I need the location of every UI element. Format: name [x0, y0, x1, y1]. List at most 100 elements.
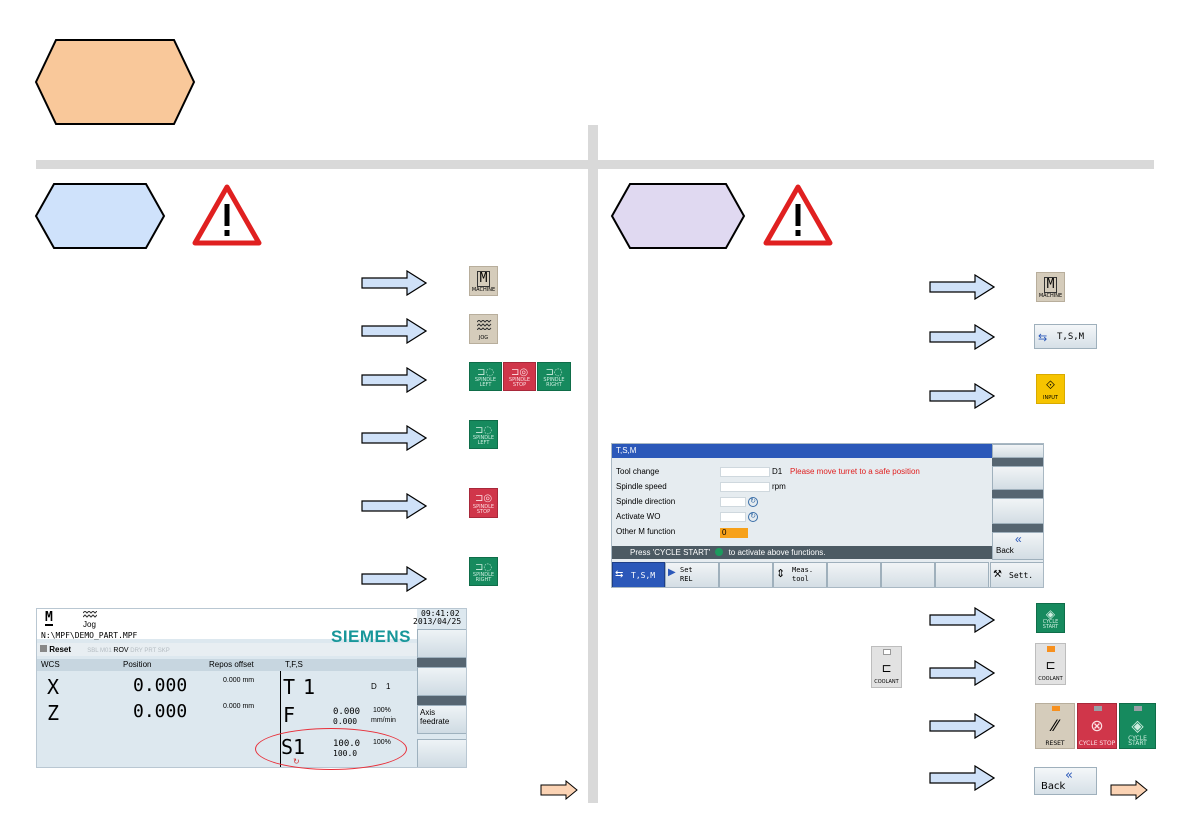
spindle-left-key[interactable]: ⊐◌ SPINDLE LEFT — [469, 362, 502, 391]
coolant-key[interactable]: ⊏ COOLANT — [871, 646, 902, 688]
tsm-side-softkey-1[interactable] — [992, 444, 1043, 458]
cycle-start-led — [1134, 706, 1142, 711]
left-header-bar — [36, 160, 589, 169]
siemens-logo: SIEMENS — [331, 627, 412, 646]
softkey-gap — [417, 696, 466, 705]
axis-x-repos: 0.000 mm — [223, 677, 255, 684]
bottom-softkey-tsm[interactable]: ⇆ T,S,M — [612, 562, 665, 587]
bottom-softkey-6[interactable] — [881, 562, 935, 587]
tsm-side-softkey-2[interactable] — [992, 466, 1043, 490]
cycle-start-key[interactable]: ◈ CYCLE START — [1036, 603, 1065, 633]
section-hexagon-left — [34, 183, 166, 249]
key-label: COOLANT — [1038, 676, 1063, 682]
tsm-back-softkey[interactable]: « Back — [992, 532, 1043, 560]
key-label: MACHINE — [1038, 293, 1063, 299]
jog-mode-label: Jog — [83, 620, 96, 629]
section-hexagon-right — [610, 183, 746, 249]
spindle-direction-field[interactable] — [720, 497, 746, 507]
status-bar: Reset SBL M01 ROV DRY PRT SKP — [37, 643, 417, 656]
tsm-key-label: T,S,M — [1057, 332, 1085, 342]
spindle-right-key[interactable]: ⊐◌ SPINDLE RIGHT — [469, 557, 498, 586]
reset-key[interactable]: ⁄⁄ RESET — [1035, 703, 1075, 749]
cycle-start-icon: ◈ — [1131, 716, 1144, 735]
key-label: MACHINE — [471, 287, 496, 293]
other-m-function-field[interactable]: 0 — [720, 528, 748, 538]
key-label: SPINDLE RIGHT — [472, 572, 495, 583]
activate-wo-field[interactable] — [720, 512, 746, 522]
cycle-stop-led — [1094, 706, 1102, 711]
bottom-softkey-3[interactable] — [719, 562, 773, 587]
bottom-softkey-meas-tool[interactable]: ⇕ Meas. tool — [773, 562, 827, 587]
spindle-right-icon: ⊐◌ — [545, 367, 563, 378]
tool-change-field[interactable] — [720, 467, 770, 477]
softkey-4[interactable] — [417, 739, 466, 767]
softkey-2[interactable] — [417, 667, 466, 696]
program-path: N:\MPF\DEMO_PART.MPF — [41, 631, 138, 640]
bottom-softkey-sett[interactable]: ⚒ Sett. — [990, 562, 1043, 587]
softkey-1[interactable] — [417, 629, 466, 658]
bottom-softkey-label: Sett. — [1009, 571, 1034, 580]
spindle-speed-field[interactable] — [720, 482, 770, 492]
jog-key[interactable]: JOG — [469, 314, 498, 344]
toggle-icon[interactable]: ↻ — [748, 512, 758, 522]
axis-z-value: 0.000 — [133, 701, 188, 722]
axis-z-repos: 0.000 mm — [223, 703, 255, 710]
axis-feedrate-softkey[interactable]: Axis feedrate — [417, 705, 466, 734]
tsm-side-softkey-3[interactable] — [992, 498, 1043, 524]
bottom-softkey-5[interactable] — [827, 562, 881, 587]
spindle-stop-key[interactable]: ⊐◎ SPINDLE STOP — [503, 362, 536, 391]
toggle-icon[interactable]: ↻ — [748, 497, 758, 507]
warning-icon — [192, 184, 262, 246]
cycle-start-key[interactable]: ◈ CYCLE START — [1119, 703, 1156, 749]
spindle-left-key[interactable]: ⊐◌ SPINDLE LEFT — [469, 420, 498, 449]
spindle-highlight-oval — [255, 728, 407, 770]
spindle-stop-icon: ⊐◎ — [510, 367, 529, 378]
bottom-softkey-label: Meas. tool — [792, 566, 814, 583]
tsm-softkey[interactable]: ⇆ T,S,M — [1034, 324, 1097, 349]
feed-value-2: 0.000 — [333, 717, 358, 726]
tsm-side-gap — [992, 524, 1043, 532]
back-softkey[interactable]: « Back — [1034, 767, 1097, 795]
input-key[interactable]: ⟐ INPUT — [1036, 374, 1065, 404]
machine-key[interactable]: M MACHINE — [469, 266, 498, 296]
spindle-speed-unit: rpm — [772, 482, 786, 491]
clock-date: 2013/04/25 — [413, 617, 462, 626]
input-icon: ⟐ — [1045, 378, 1056, 392]
bottom-softkey-set-rel[interactable]: ▶ Set REL — [665, 562, 719, 587]
d-value: 1 — [386, 682, 391, 691]
key-label: SPINDLE STOP — [508, 377, 531, 388]
machine-key[interactable]: M MACHINE — [1036, 272, 1065, 302]
next-page-arrow[interactable] — [1110, 780, 1148, 800]
cycle-stop-key[interactable]: ⊗ CYCLE STOP — [1077, 703, 1117, 749]
position-header: Position — [123, 660, 152, 669]
next-page-arrow[interactable] — [540, 780, 578, 800]
section-hexagon-main — [34, 39, 196, 125]
step-arrow — [929, 274, 995, 300]
bottom-softkey-7[interactable] — [935, 562, 989, 587]
warning-icon — [763, 184, 833, 246]
reset-led — [1052, 706, 1060, 711]
step-arrow — [361, 425, 427, 451]
center-divider — [588, 125, 598, 803]
tool-change-warning: Please move turret to a safe position — [790, 467, 920, 476]
coolant-key-on[interactable]: ⊏ COOLANT — [1035, 643, 1066, 685]
spindle-stop-key[interactable]: ⊐◎ SPINDLE STOP — [469, 488, 498, 518]
tfs-divider — [280, 671, 281, 767]
tsm-back-label: Back — [996, 546, 1014, 555]
tool-label: T — [283, 675, 296, 699]
repos-offset-header: Repos offset — [209, 660, 254, 669]
wrench-icon: ⚒ — [993, 569, 1002, 580]
tsm-title: T,S,M — [612, 444, 992, 458]
tool-change-label: Tool change — [616, 467, 660, 476]
cycle-stop-icon: ⊗ — [1090, 716, 1104, 735]
spindle-right-key[interactable]: ⊐◌ SPINDLE RIGHT — [537, 362, 571, 391]
key-label: RESET — [1045, 740, 1065, 747]
step-arrow — [361, 566, 427, 592]
machine-mode-icon: M — [45, 610, 53, 626]
reset-status — [40, 645, 47, 652]
hmi-header — [37, 609, 417, 639]
message-tail: to activate above functions. — [728, 548, 826, 557]
feed-unit: mm/min — [371, 717, 396, 724]
d-label: D — [371, 682, 377, 691]
step-arrow — [361, 270, 427, 296]
